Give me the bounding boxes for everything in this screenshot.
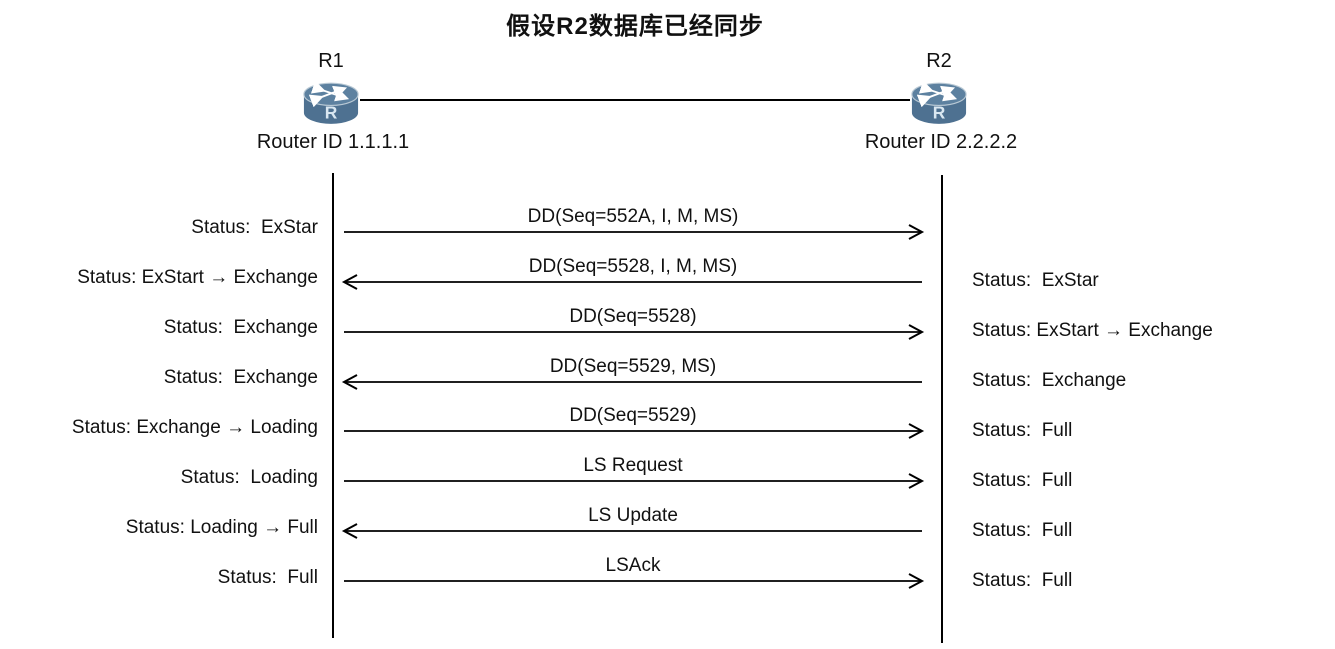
right-status: Status: Full [972, 570, 1073, 591]
router-r1-id: Router ID 1.1.1.1 [256, 131, 410, 153]
message-label: DD(Seq=5529) [569, 405, 697, 426]
right-status: Status: Full [972, 420, 1073, 441]
left-status: Status: Exchange [163, 367, 318, 388]
lifeline-r1 [332, 173, 334, 638]
message-arrow-right [344, 573, 925, 589]
message-arrow-right [344, 324, 925, 340]
message-label: DD(Seq=552A, I, M, MS) [527, 206, 739, 227]
message-label: DD(Seq=5528, I, M, MS) [528, 256, 738, 277]
message-label: DD(Seq=5529, MS) [549, 356, 717, 377]
svg-text:R: R [933, 103, 946, 123]
router-r1-icon: R [303, 81, 359, 124]
router-r2-id: Router ID 2.2.2.2 [864, 131, 1018, 153]
left-status: Status: Full [217, 567, 318, 588]
message-arrow-right [344, 224, 925, 240]
router-r2-label: R2 [926, 50, 952, 72]
message-arrow-right [344, 473, 925, 489]
right-status: Status: ExStart → Exchange [972, 320, 1213, 341]
left-status: Status: Exchange [163, 317, 318, 338]
right-status: Status: Full [972, 470, 1073, 491]
message-arrow-left [341, 374, 922, 390]
message-arrow-left [341, 523, 922, 539]
left-status: Status: Loading → Full [125, 517, 318, 538]
left-status: Status: Exchange → Loading [71, 417, 318, 438]
right-status: Status: ExStar [972, 270, 1099, 291]
right-status: Status: Exchange [972, 370, 1127, 391]
router-link-line [360, 99, 910, 101]
message-label: LS Request [583, 455, 683, 476]
router-r2-icon: R [911, 81, 967, 124]
message-label: LSAck [605, 555, 661, 576]
message-label: LS Update [588, 505, 678, 526]
router-r1-label: R1 [318, 50, 344, 72]
left-status: Status: ExStar [191, 217, 318, 238]
message-label: DD(Seq=5528) [569, 306, 697, 327]
lifeline-r2 [941, 175, 943, 643]
left-status: Status: ExStart → Exchange [77, 267, 318, 288]
diagram-title: 假设R2数据库已经同步 [506, 13, 764, 40]
svg-text:R: R [325, 103, 338, 123]
message-arrow-left [341, 274, 922, 290]
message-arrow-right [344, 423, 925, 439]
right-status: Status: Full [972, 520, 1073, 541]
left-status: Status: Loading [180, 467, 318, 488]
